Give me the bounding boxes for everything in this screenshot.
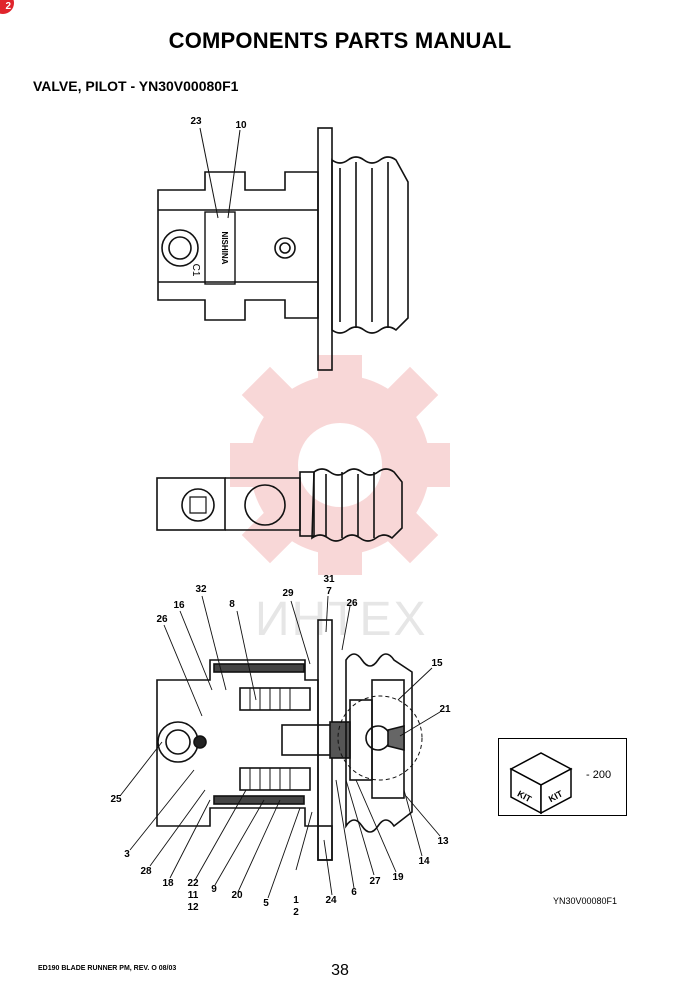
- callout-8: 8: [229, 599, 235, 610]
- side-view: [156, 468, 403, 542]
- kit-quantity: - 200: [586, 769, 612, 781]
- callout-19: 19: [392, 872, 404, 883]
- page-title: COMPONENTS PARTS MANUAL: [168, 28, 512, 53]
- kit-box: KIT KIT - 200: [498, 738, 627, 816]
- watermark-gear-icon: [230, 355, 450, 575]
- callout-10: 10: [235, 120, 247, 131]
- callout-22: 22: [187, 878, 199, 889]
- callout-26-left: 26: [156, 614, 168, 625]
- callout-16: 16: [173, 600, 185, 611]
- callout-32: 32: [195, 584, 207, 595]
- callout-5: 5: [263, 898, 269, 909]
- section-view: [119, 595, 441, 899]
- port-label-c1: C1: [190, 264, 201, 277]
- callout-28: 28: [140, 866, 152, 877]
- callout-21: 21: [439, 704, 451, 715]
- callout-27: 27: [369, 876, 381, 887]
- callout-14: 14: [418, 856, 430, 867]
- callout-1: 1: [293, 895, 299, 906]
- callout-26-upper: 26: [346, 598, 358, 609]
- watermark-text: ИНТЕХ: [255, 593, 428, 646]
- callout-23: 23: [190, 116, 202, 127]
- callout-12: 12: [187, 902, 199, 913]
- callout-20: 20: [231, 890, 243, 901]
- callout-3: 3: [124, 849, 130, 860]
- nameplate-text: NISHINA: [220, 232, 229, 265]
- callout-18: 18: [162, 878, 174, 889]
- corner-badge: 2: [0, 0, 14, 14]
- callout-7: 7: [326, 586, 332, 597]
- page-number: 38: [331, 962, 349, 979]
- callout-24: 24: [325, 895, 337, 906]
- section-subtitle: VALVE, PILOT - YN30V00080F1: [33, 78, 239, 94]
- kit-box-icon: KIT KIT: [509, 752, 573, 815]
- footer-document-info: ED190 BLADE RUNNER PM, REV. O 08/03: [38, 965, 177, 972]
- callout-2: 2: [293, 907, 299, 918]
- callout-25: 25: [110, 794, 122, 805]
- figure-code: YN30V00080F1: [553, 896, 618, 906]
- top-view: [157, 127, 409, 371]
- callout-13: 13: [437, 836, 449, 847]
- callout-29: 29: [282, 588, 294, 599]
- callout-15: 15: [431, 658, 443, 669]
- callout-11: 11: [188, 890, 199, 901]
- callout-31: 31: [323, 574, 335, 585]
- callout-9: 9: [211, 884, 217, 895]
- callout-6: 6: [351, 887, 357, 898]
